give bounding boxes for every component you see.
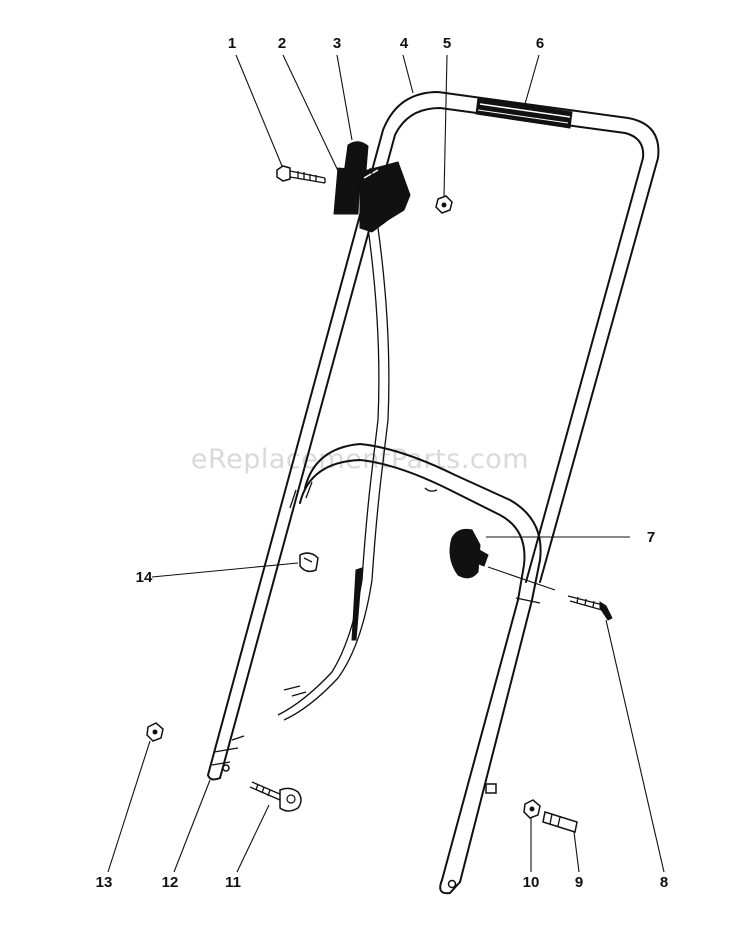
carriage-bolt-8 bbox=[567, 595, 613, 621]
lower-stud bbox=[485, 783, 497, 794]
callout-11: 11 bbox=[225, 874, 241, 891]
lower-handle bbox=[299, 443, 542, 895]
bolt-1 bbox=[276, 165, 326, 184]
grip-band bbox=[475, 97, 573, 129]
callout-9: 9 bbox=[575, 874, 583, 891]
control-lever-assembly bbox=[333, 141, 411, 233]
control-cable bbox=[277, 227, 390, 721]
knob-7 bbox=[449, 528, 489, 579]
callout-2: 2 bbox=[278, 35, 286, 52]
callout-numbers: 1 2 3 4 5 6 7 8 9 10 11 12 13 14 bbox=[96, 35, 669, 891]
bolt-11 bbox=[249, 781, 302, 812]
callout-8: 8 bbox=[660, 874, 668, 891]
pin-9 bbox=[542, 811, 578, 833]
lower-bolt-hole bbox=[447, 879, 457, 889]
callout-10: 10 bbox=[523, 874, 540, 891]
nut-10 bbox=[523, 799, 541, 819]
callout-4: 4 bbox=[400, 35, 409, 52]
callout-3: 3 bbox=[333, 35, 341, 52]
leader-lines bbox=[107, 54, 665, 873]
callout-7: 7 bbox=[647, 529, 655, 546]
callout-13: 13 bbox=[96, 874, 113, 891]
nut-5 bbox=[435, 195, 453, 214]
leg-bolt-hole bbox=[222, 764, 230, 772]
callout-1: 1 bbox=[228, 35, 236, 52]
upper-handle bbox=[207, 91, 660, 781]
callout-14: 14 bbox=[136, 569, 153, 586]
nut-13 bbox=[146, 722, 164, 742]
clip-14 bbox=[299, 552, 319, 573]
callout-5: 5 bbox=[443, 35, 451, 52]
callout-12: 12 bbox=[162, 874, 179, 891]
callout-6: 6 bbox=[536, 35, 544, 52]
